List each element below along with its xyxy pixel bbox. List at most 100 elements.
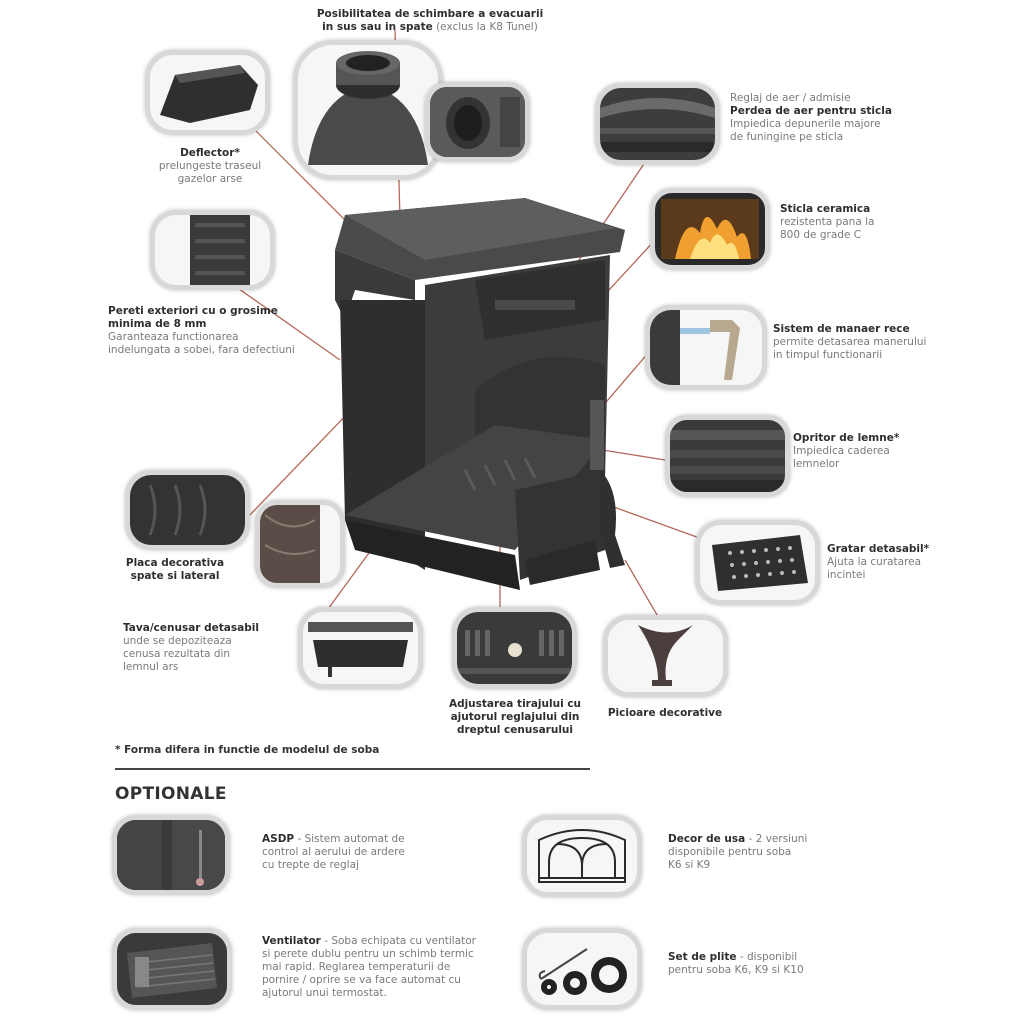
fire-glass-icon <box>661 199 759 259</box>
cold-handle-icon <box>650 310 740 385</box>
decorative-leg-icon <box>638 625 693 686</box>
optional-ventilator-desc2: si perete dublu pentru un schimb termic <box>262 948 474 960</box>
door-decor-icon <box>538 829 626 883</box>
callout-gratar-title: Gratar detasabil* <box>827 543 930 555</box>
optional-set-plite-title: Set de plite <box>668 951 737 963</box>
optional-set-plite-desc1: disponibil <box>746 951 798 963</box>
callout-pereti: Pereti exteriori cu o grosime minima de … <box>108 305 338 357</box>
air-curtain-icon <box>600 98 715 152</box>
thumb-evacuare-back <box>425 82 530 162</box>
optional-decor-usa: Decor de usa - 2 versiuni disponibile pe… <box>668 833 868 872</box>
callout-opritor-desc1: Impiedica caderea <box>793 445 890 457</box>
callout-picioare-title: Picioare decorative <box>607 707 723 719</box>
fan-unit-icon <box>127 943 217 998</box>
callout-pereti-title2: minima de 8 mm <box>108 318 207 330</box>
callout-pereti-title1: Pereti exteriori cu o grosime <box>108 305 278 317</box>
optional-ventilator: Ventilator - Soba echipata cu ventilator… <box>262 935 522 1000</box>
optional-ventilator-title: Ventilator <box>262 935 321 947</box>
section-divider <box>115 768 590 770</box>
callout-tiraj-line3: dreptul cenusarului <box>456 724 574 736</box>
separator: - <box>320 935 332 947</box>
optional-asdp-title: ASDP <box>262 833 295 845</box>
callout-tiraj-line2: ajutorul reglajului din <box>450 711 580 723</box>
callout-gratar: Gratar detasabil* Ajuta la curatarea inc… <box>827 543 977 582</box>
deflector-plate-icon <box>160 65 258 123</box>
optional-decor-usa-desc2: disponibile pentru soba <box>668 846 792 858</box>
thumb-tiraj <box>452 607 577 689</box>
callout-sticla-desc2: 800 de grade C <box>780 229 862 241</box>
separator: - <box>745 833 756 845</box>
thumb-opritor <box>665 415 790 497</box>
separator: - <box>736 951 747 963</box>
optional-ventilator-desc5: ajutorul unui termostat. <box>262 987 387 999</box>
separator: - <box>294 833 305 845</box>
thumb-evacuare-top <box>293 40 443 180</box>
thumb-perdea <box>595 83 720 165</box>
callout-manaer-title: Sistem de manaer rece <box>773 323 910 335</box>
optional-asdp-desc1: Sistem automat de <box>304 833 405 845</box>
callout-perdea-desc2: de funingine pe sticla <box>730 131 844 143</box>
footnote: * Forma difera in functie de modelul de … <box>115 744 380 756</box>
optional-decor-usa-desc3: K6 si K9 <box>668 859 711 871</box>
callout-opritor-desc2: lemnelor <box>793 458 840 470</box>
callout-placa: Placa decorativa spate si lateral <box>100 557 250 583</box>
thumb-decor-usa <box>522 815 642 897</box>
optional-decor-usa-title: Decor de usa <box>668 833 746 845</box>
asdp-system-icon <box>117 820 225 890</box>
ash-pan-icon <box>308 622 413 677</box>
callout-evacuare-title: Posibilitatea de schimbare a evacuarii <box>316 8 544 20</box>
stove-cutaway-illustration <box>335 198 625 590</box>
log-retainer-icon <box>670 430 785 492</box>
callout-pereti-desc2: indelungata a sobei, fara defectiuni <box>108 344 295 356</box>
flue-collar-top-icon <box>308 51 428 165</box>
callout-evacuare-title2: in sus sau in spate <box>322 21 433 33</box>
callout-perdea-title: Perdea de aer pentru sticla <box>730 105 892 117</box>
callout-evacuare: Posibilitatea de schimbare a evacuarii i… <box>275 8 585 34</box>
hob-rings-icon <box>538 948 627 995</box>
back-plate-icon <box>130 475 245 545</box>
callout-pereti-desc1: Garanteaza functionarea <box>108 331 239 343</box>
thumb-picioare <box>603 615 728 697</box>
callout-opritor-title: Opritor de lemne* <box>793 432 900 444</box>
thumb-placa-lateral <box>255 500 345 588</box>
callout-deflector: Deflector* prelungeste traseul gazelor a… <box>150 147 270 186</box>
optionale-heading: OPTIONALE <box>115 784 227 804</box>
thumb-gratar <box>695 520 820 605</box>
optional-decor-usa-desc1: 2 versiuni <box>755 833 808 845</box>
callout-tava: Tava/cenusar detasabil unde se depozitea… <box>123 622 293 674</box>
thumb-deflector <box>145 50 270 135</box>
callout-deflector-title: Deflector* <box>180 147 240 159</box>
thumb-pereti <box>150 210 275 290</box>
callout-tiraj: Adjustarea tirajului cu ajutorul reglaju… <box>425 698 605 737</box>
side-plate-icon <box>260 505 320 583</box>
callout-manaer-desc2: in timpul functionarii <box>773 349 883 361</box>
callout-manaer: Sistem de manaer rece permite detasarea … <box>773 323 963 362</box>
callout-tava-desc2: cenusa rezultata din <box>123 648 231 660</box>
callout-sticla-title: Sticla ceramica <box>780 203 871 215</box>
callout-perdea: Reglaj de aer / admisie Perdea de aer pe… <box>730 92 960 144</box>
callout-placa-title2: spate si lateral <box>130 570 220 582</box>
callout-picioare: Picioare decorative <box>595 707 735 720</box>
optional-set-plite-desc2: pentru soba K6, K9 si K10 <box>668 964 804 976</box>
optional-asdp: ASDP - Sistem automat de control al aeru… <box>262 833 462 872</box>
callout-deflector-desc2: gazelor arse <box>177 173 243 185</box>
grate-icon <box>712 535 808 591</box>
draft-regulator-icon <box>457 612 572 684</box>
optional-ventilator-desc4: pornire / oprire se va face automat cu <box>262 974 461 986</box>
thumb-asdp <box>112 815 230 895</box>
callout-sticla: Sticla ceramica rezistenta pana la 800 d… <box>780 203 960 242</box>
callout-deflector-desc1: prelungeste traseul <box>158 160 262 172</box>
thumb-manaer <box>645 305 767 390</box>
optional-asdp-desc2: control al aerului de ardere <box>262 846 405 858</box>
flue-collar-back-icon <box>430 87 525 157</box>
callout-tava-desc3: lemnul ars <box>123 661 179 673</box>
optional-set-plite: Set de plite - disponibil pentru soba K6… <box>668 951 868 977</box>
thumb-ventilator <box>112 928 232 1010</box>
thumb-sticla <box>650 188 770 270</box>
thumb-tava <box>298 607 423 689</box>
callout-sticla-desc1: rezistenta pana la <box>780 216 875 228</box>
callout-placa-title1: Placa decorativa <box>125 557 225 569</box>
callout-opritor: Opritor de lemne* Impiedica caderea lemn… <box>793 432 963 471</box>
callout-tiraj-line1: Adjustarea tirajului cu <box>448 698 582 710</box>
callout-tava-title: Tava/cenusar detasabil <box>123 622 259 634</box>
